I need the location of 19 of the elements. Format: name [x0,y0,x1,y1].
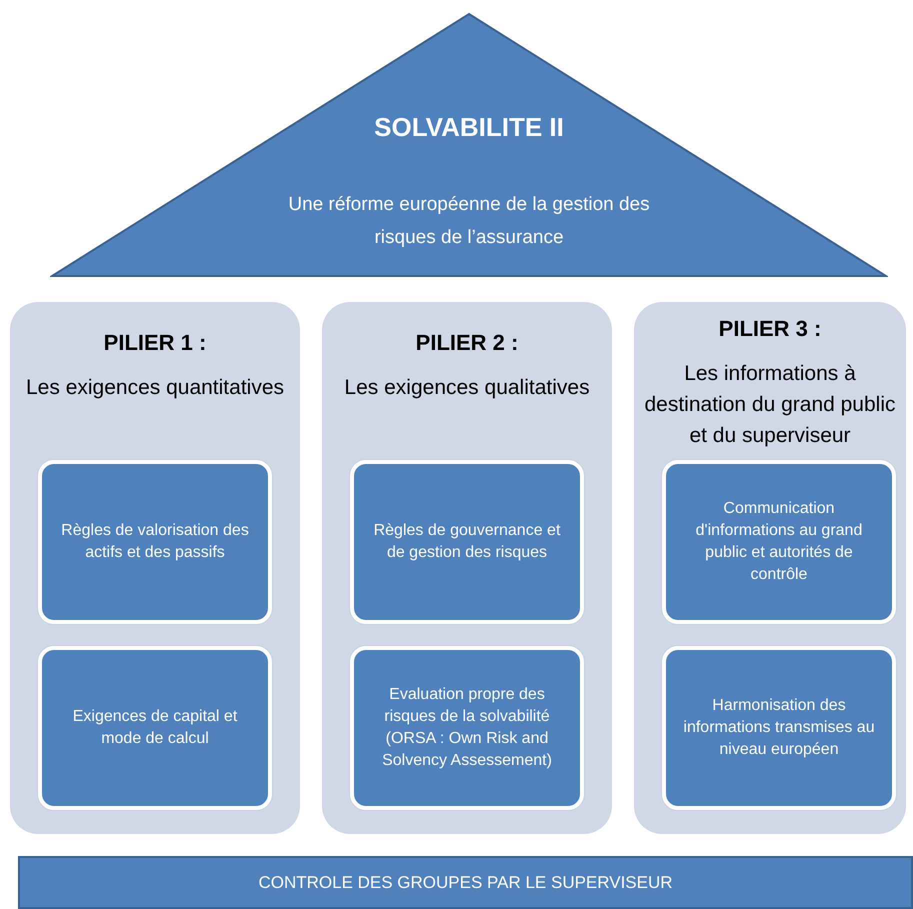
pillar-heading: PILIER 2 : [414,330,520,356]
pillar-heading: PILIER 3 : [718,316,822,342]
pillar-panel [10,302,300,834]
process-box: Communication d'informations au grand public et autorités de contrôle [662,460,896,624]
process-box: Evaluation propre des risques de la solvabilité (ORSA : Own Risk and Solvency Assessement) [350,646,584,810]
pillar-panel [322,302,612,834]
pillar-heading: PILIER 1 : [102,330,208,356]
process-box: Règles de gouvernance et de gestion des risques [350,460,584,624]
process-box: Harmonisation des informations transmises au niveau européen [662,646,896,810]
roof-triangle [50,12,888,278]
pillar-panel [634,302,906,834]
pillar-subtitle: Les informations à destination du grand public et du superviseur [643,361,896,449]
process-box: Exigences de capital et mode de calcul [38,646,272,810]
pillar-subtitle: Les exigences qualitatives [343,375,591,401]
pillar-subtitle: Les exigences quantitatives [25,375,285,401]
process-box: Règles de valorisation des actifs et des passifs [38,460,272,624]
title-text: SOLVABILITE II [373,112,565,143]
base-band: CONTROLE DES GROUPES PAR LE SUPERVISEUR [18,856,913,909]
subtitle-text: Une réforme européenne de la gestion des risques de l’assurance [287,193,651,250]
